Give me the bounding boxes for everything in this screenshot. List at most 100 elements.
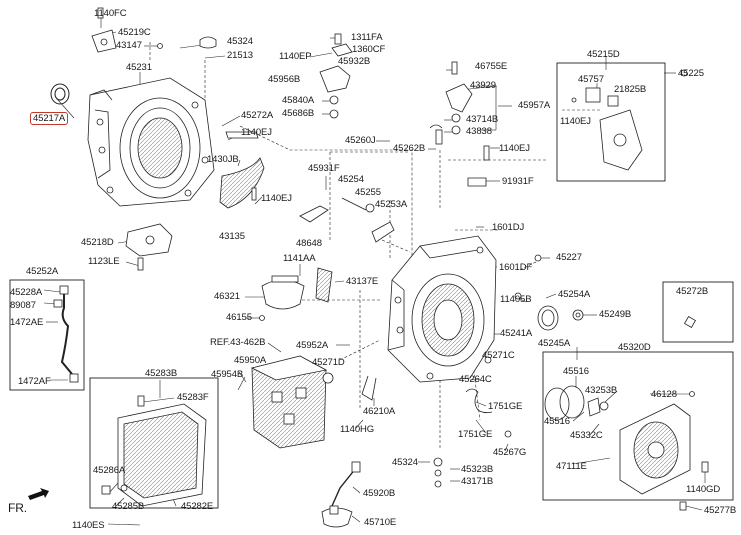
label-43838: 43838 <box>466 126 492 137</box>
front-arrow-icon <box>28 488 49 500</box>
bracket-45218D <box>125 223 173 271</box>
label-45271D: 45271D <box>312 357 345 368</box>
label-45757: 45757 <box>578 74 604 85</box>
label-45952A: 45952A <box>296 340 329 351</box>
label-45954B: 45954B <box>211 369 244 380</box>
label-43135: 43135 <box>219 231 245 242</box>
label-45516-b: 45516 <box>544 416 570 427</box>
label-45255: 45255 <box>355 187 381 198</box>
label-45956B: 45956B <box>268 74 301 85</box>
label-45931F: 45931F <box>308 163 340 174</box>
label-45253A: 45253A <box>375 199 408 210</box>
label-1751GE-b: 1751GE <box>458 429 493 440</box>
label-45282E: 45282E <box>181 501 214 512</box>
label-43714B: 43714B <box>466 114 499 125</box>
label-REF-43-462B: REF.43-462B <box>210 337 266 348</box>
strainer-46321 <box>259 267 333 321</box>
label-45245A: 45245A <box>538 338 571 349</box>
label-45932B: 45932B <box>338 56 371 67</box>
label-45286A: 45286A <box>93 465 126 476</box>
label-43929: 43929 <box>470 80 496 91</box>
label-1140ES: 1140ES <box>72 520 105 531</box>
label-45219C: 45219C <box>118 27 151 38</box>
label-1360CF: 1360CF <box>352 44 386 55</box>
label-91931F: 91931F <box>502 176 534 187</box>
label-45271C: 45271C <box>482 350 515 361</box>
label-1141AA: 1141AA <box>283 253 316 264</box>
label-43137E: 43137E <box>346 276 379 287</box>
label-46321: 46321 <box>214 291 240 302</box>
label-45254: 45254 <box>338 174 364 185</box>
label-1140EJ-a: 1140EJ <box>241 127 272 138</box>
bolt-45272B <box>683 315 697 329</box>
label-45254A: 45254A <box>558 289 591 300</box>
label-1140EJ-b: 1140EJ <box>261 193 292 204</box>
bracket-45215D <box>571 69 688 171</box>
label-45228A: 45228A <box>10 287 43 298</box>
label-45332C: 45332C <box>570 430 603 441</box>
label-45324-b: 45324 <box>392 457 418 468</box>
label-1140EJ-c: 1140EJ <box>560 116 591 127</box>
label-48648: 48648 <box>296 238 322 249</box>
sensor-45920B <box>321 461 361 528</box>
label-1140FC: 1140FC <box>94 8 127 19</box>
lever-45957A <box>445 61 473 135</box>
label-45283B: 45283B <box>145 368 178 379</box>
valve-body <box>250 355 328 449</box>
solenoid-parts-top <box>319 33 443 145</box>
plug-bolts <box>514 254 584 331</box>
label-45957A: 45957A <box>518 100 551 111</box>
seal-45217A <box>50 83 70 105</box>
label-1140EJ-d: 1140EJ <box>499 143 530 154</box>
label-45516-a: 45516 <box>563 366 589 377</box>
label-45262B: 45262B <box>393 143 426 154</box>
label-45252A: 45252A <box>26 266 59 277</box>
label-45241A: 45241A <box>500 328 533 339</box>
label-46755E: 46755E <box>475 61 508 72</box>
label-front-direction: FR. <box>8 501 28 515</box>
label-1751GE-a: 1751GE <box>488 401 523 412</box>
label-47111E: 47111E <box>556 461 587 472</box>
label-45323B: 45323B <box>461 464 494 475</box>
label-45710E: 45710E <box>364 517 397 528</box>
cover-45277B <box>544 385 709 511</box>
label-45217A-highlighted: 45217A <box>30 112 69 125</box>
label-45267G: 45267G <box>493 447 527 458</box>
label-1123LE: 1123LE <box>88 256 120 267</box>
label-45272A: 45272A <box>241 110 274 121</box>
label-1140HG: 1140HG <box>340 424 375 435</box>
label-45215D: 45215D <box>587 49 620 60</box>
label-21513: 21513 <box>227 50 253 61</box>
oil-pan-45283B <box>101 395 207 507</box>
label-1311FA: 1311FA <box>351 32 383 43</box>
label-45320D: 45320D <box>618 342 651 353</box>
shift-rod-parts <box>299 197 395 243</box>
label-43147: 43147 <box>116 40 142 51</box>
label-46210A: 46210A <box>363 406 396 417</box>
bracket-45219C <box>91 7 217 53</box>
label-1472AE: 1472AE <box>10 317 44 328</box>
label-45249B: 45249B <box>599 309 632 320</box>
label-45840A: 45840A <box>282 95 315 106</box>
label-89087: 89087 <box>10 300 36 311</box>
label-46128: 46128 <box>651 389 677 400</box>
label-1140GD: 1140GD <box>686 484 721 495</box>
label-45264C: 45264C <box>459 374 492 385</box>
label-45277B: 45277B <box>704 505 737 516</box>
label-45920B: 45920B <box>363 488 396 499</box>
bracket-91931F <box>467 145 490 187</box>
label-1601DF: 1601DF <box>499 262 533 273</box>
label-45272B: 45272B <box>676 286 709 297</box>
label-43253B: 43253B <box>585 385 618 396</box>
label-45324: 45324 <box>227 36 253 47</box>
label-45285B: 45285B <box>112 501 145 512</box>
baffle-43135 <box>219 131 265 209</box>
label-45218D: 45218D <box>81 237 114 248</box>
converter-housing <box>87 77 215 207</box>
label-45950A: 45950A <box>234 355 267 366</box>
transmission-case-45241A <box>387 235 497 383</box>
label-1140EP: 1140EP <box>279 51 312 62</box>
label-45231: 45231 <box>126 62 152 73</box>
label-45225: 45225 <box>678 68 704 79</box>
